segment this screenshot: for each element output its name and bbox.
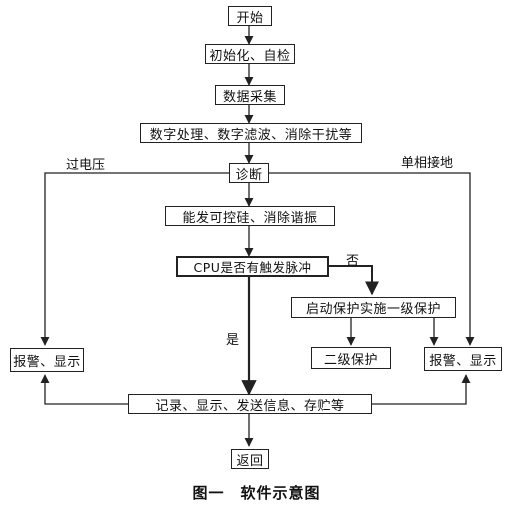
edge-label-yes: 是 [226,333,240,348]
node-record: 记录、显示、发送信息、存贮等 [128,394,372,414]
node-alarm-left: 报警、显示 [10,348,84,372]
edge-diagnose-alarm-left [40,172,229,346]
node-diagnose: 诊断 [229,163,269,183]
node-start: 开始 [228,6,272,26]
edge-record-alarm-left [40,374,128,405]
node-cpu-check: CPU是否有触发脉冲 [176,256,329,277]
edge-record-alarm-right [372,374,471,405]
edge-cpu-protect-no [328,265,379,296]
edge-diagnose-alarm-right [268,172,475,346]
node-second-protect: 二级保护 [311,347,391,369]
node-acquire: 数据采集 [215,85,285,105]
node-trigger-select: 能发可控硅、消除谐振 [165,206,335,226]
node-alarm-right: 报警、显示 [424,347,502,371]
node-process: 数字处理、数字滤波、消除干扰等 [140,123,362,143]
edge-label-single-fault: 单相接地 [401,156,454,171]
edge-label-no: 否 [346,254,360,269]
figure-caption: 图一 软件示意图 [192,484,321,502]
node-protect-start: 启动保护实施一级保护 [291,297,456,318]
edge-label-overvoltage: 过电压 [66,158,106,173]
node-return: 返回 [231,449,269,469]
node-init: 初始化、自检 [205,44,295,64]
